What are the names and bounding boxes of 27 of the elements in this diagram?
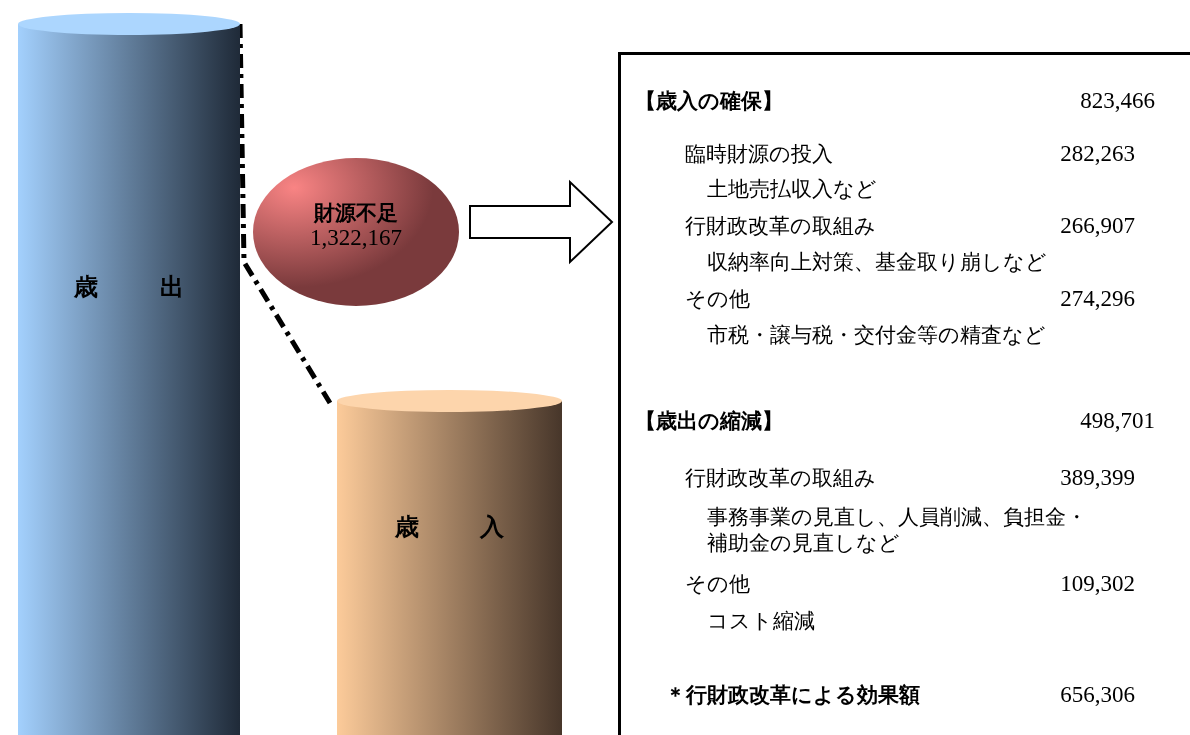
amount: 282,263 xyxy=(1060,141,1135,167)
ellipse-value: 1,322,167 xyxy=(309,225,403,251)
item-note: 収納率向上対策、基金取り崩しなど xyxy=(707,249,1047,275)
amount: 823,466 xyxy=(1080,88,1155,114)
section-heading: 【歳出の縮減】 xyxy=(635,408,783,434)
total-label: ＊行財政改革による効果額 xyxy=(665,682,920,708)
item-label: 行財政改革の取組み xyxy=(685,465,876,491)
bar-label: 歳 入 xyxy=(393,514,506,540)
total-amount: 656,306 xyxy=(1060,682,1135,708)
item-label: 臨時財源の投入 xyxy=(685,141,833,167)
item-note: 事務事業の見直し、人員削減、負担金・補助金の見直しなど xyxy=(707,504,1088,556)
section-heading: 【歳入の確保】 xyxy=(635,88,783,114)
ellipse-heading: 財源不足 xyxy=(312,200,399,226)
amount: 109,302 xyxy=(1060,571,1135,597)
amount: 389,399 xyxy=(1060,465,1135,491)
item-note: 土地売払収入など xyxy=(707,176,877,202)
item-note: コスト縮減 xyxy=(707,608,815,634)
item-label: その他 xyxy=(685,571,750,597)
bar-label: 歳 出 xyxy=(73,274,185,300)
item-note: 市税・譲与税・交付金等の精査など xyxy=(707,322,1046,348)
block-arrow xyxy=(469,179,614,265)
item-label: その他 xyxy=(685,286,750,312)
amount: 498,701 xyxy=(1080,408,1155,434)
amount: 274,296 xyxy=(1060,286,1135,312)
text-panel xyxy=(618,52,1190,735)
item-label: 行財政改革の取組み xyxy=(685,213,876,239)
amount: 266,907 xyxy=(1060,213,1135,239)
